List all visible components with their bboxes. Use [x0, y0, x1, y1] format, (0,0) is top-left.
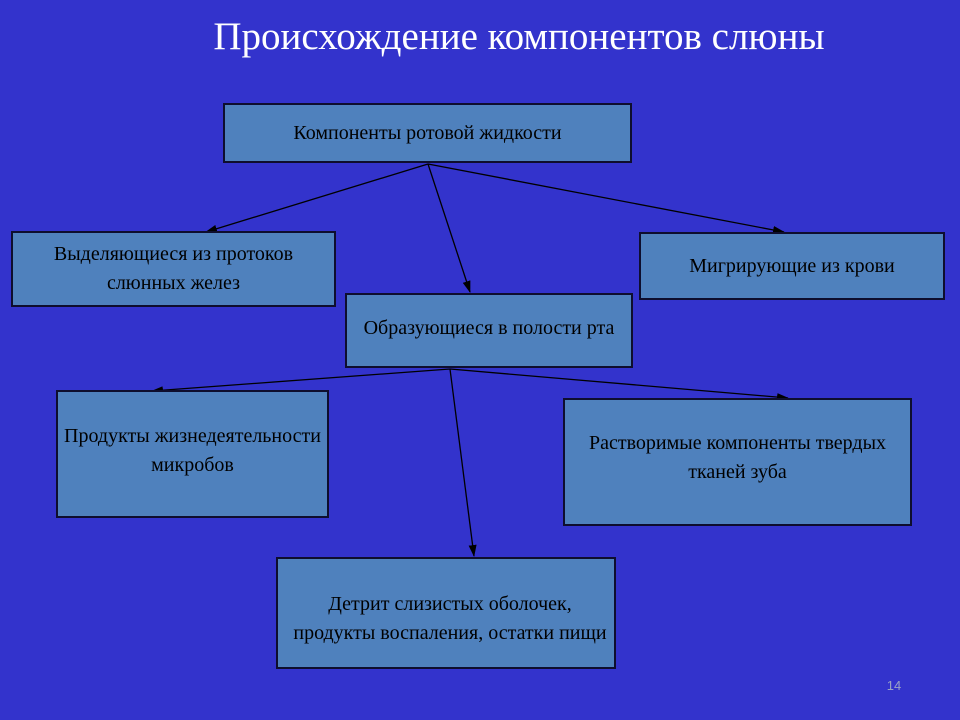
node-microbial-products: Продукты жизнедеятельности микробов [56, 390, 329, 518]
node-oral-fluid-components-label: Компоненты ротовой жидкости [293, 121, 562, 144]
arrow-mouth-to-tooth [449, 368, 789, 402]
page-number: 14 [886, 678, 902, 693]
node-tooth-tissue-components: Растворимые компоненты твердых тканей зу… [563, 398, 912, 526]
node-mucosal-detritus: Детрит слизистых оболочек, продукты восп… [276, 557, 616, 669]
arrow-root-to-mouth [427, 163, 471, 293]
arrow-root-to-blood [427, 163, 785, 234]
node-formed-in-oral-cavity-label: Образующиеся в полости рта [363, 317, 615, 339]
node-migrating-from-blood: Мигрирующие из крови [639, 232, 945, 300]
node-salivary-gland-secretions-label: Выделяющиеся из протоков слюнных желез [53, 243, 294, 294]
node-tooth-tissue-components-label: Растворимые компоненты твердых тканей зу… [588, 432, 887, 483]
arrow-mouth-to-detritus [449, 368, 477, 557]
node-mucosal-detritus-label: Детрит слизистых оболочек, продукты восп… [293, 593, 607, 644]
node-oral-fluid-components: Компоненты ротовой жидкости [223, 103, 632, 163]
arrow-mouth-to-microbes [151, 368, 451, 395]
arrow-root-to-glands [205, 163, 429, 233]
slide-title: Происхождение компонентов слюны [213, 15, 825, 58]
node-microbial-products-label: Продукты жизнедеятельности микробов [64, 425, 321, 476]
node-formed-in-oral-cavity: Образующиеся в полости рта [345, 293, 633, 368]
node-salivary-gland-secretions: Выделяющиеся из протоков слюнных желез [11, 231, 336, 307]
node-migrating-from-blood-label: Мигрирующие из крови [689, 254, 895, 277]
